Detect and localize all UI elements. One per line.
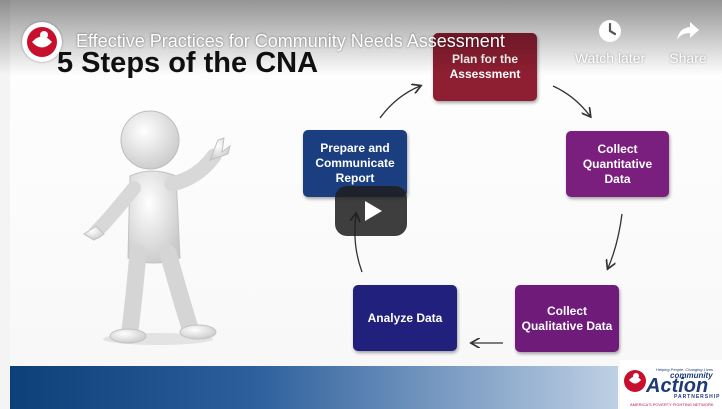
step-analyze-data: Analyze Data [353, 285, 457, 351]
watch-later-label: Watch later [574, 50, 646, 66]
logo-community: community [670, 371, 713, 380]
community-action-logo: Helping People. Changing Lives. communit… [620, 360, 722, 409]
step-prepare-report: Prepare and Communicate Report [303, 130, 407, 197]
heart-hands-icon [27, 27, 57, 57]
slide-footer-bar [10, 366, 618, 409]
clock-icon [599, 20, 621, 42]
share-button[interactable]: Share [648, 18, 722, 66]
watch-later-button[interactable]: Watch later [570, 18, 650, 66]
channel-avatar[interactable] [22, 22, 62, 62]
heart-hands-icon [624, 370, 646, 392]
share-label: Share [669, 50, 707, 66]
logo-network: AMERICA'S POVERTY FIGHTING NETWORK [630, 402, 714, 407]
step-plan-assessment: Plan for the Assessment [433, 33, 537, 101]
step-collect-quantitative: Collect Quantitative Data [566, 131, 669, 197]
share-arrow-icon [677, 22, 699, 40]
slide-title: 5 Steps of the CNA [57, 47, 319, 79]
logo-action: Action [646, 375, 709, 397]
play-icon [364, 201, 382, 221]
logo-partnership: PARTNERSHIP [674, 394, 721, 400]
play-button[interactable] [335, 186, 407, 236]
presenter-figure [83, 110, 231, 345]
logo-tagline: Helping People. Changing Lives. [656, 367, 715, 372]
video-title[interactable]: Effective Practices for Community Needs … [76, 31, 505, 51]
step-collect-qualitative: Collect Qualitative Data [515, 285, 619, 352]
